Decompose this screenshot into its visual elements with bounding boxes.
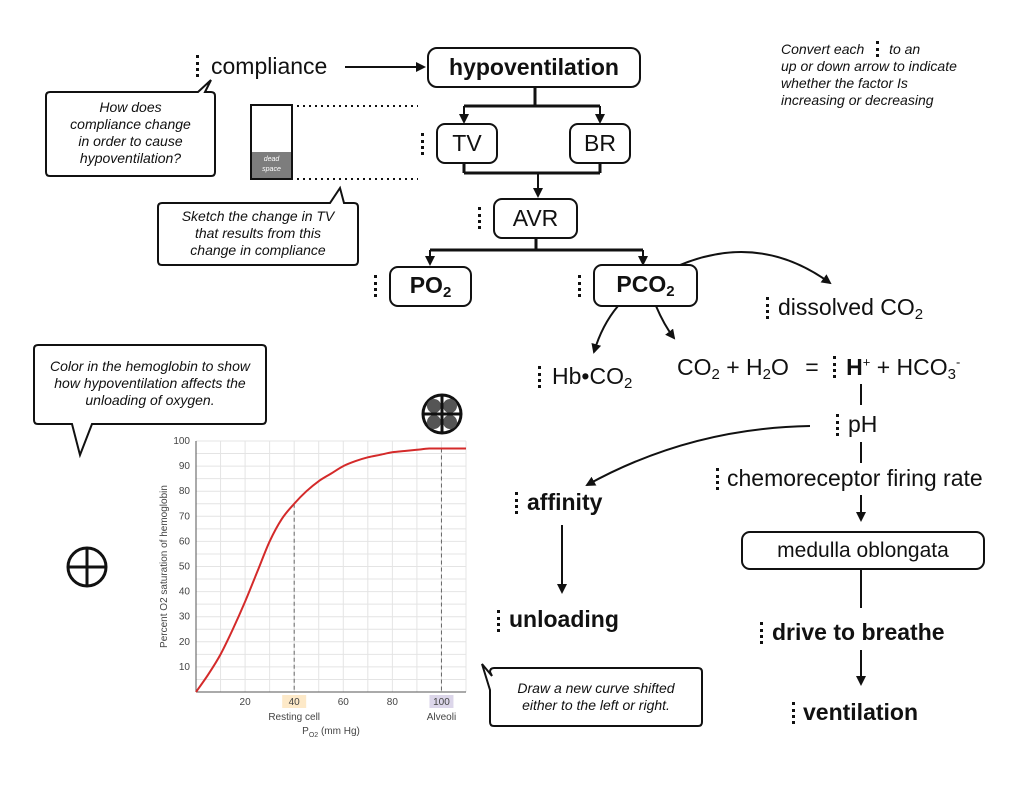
bubble-color-hemoglobin: Color in the hemoglobin to show how hypo… — [49, 358, 250, 408]
dissolved-co2-label: dissolved CO2 — [778, 294, 924, 323]
tv-marker[interactable] — [421, 133, 424, 155]
bubble-draw-curve: Draw a new curve shifted either to the l… — [517, 680, 675, 713]
arrow-pco2-dissolved — [679, 251, 832, 285]
bubble-sketch-shape — [157, 185, 359, 266]
pco2-marker[interactable] — [578, 275, 581, 297]
bubble-compliance-shape — [45, 79, 216, 177]
arrow-ph-affinity — [585, 425, 811, 486]
ph-label: pH — [848, 411, 878, 437]
hbco2-marker[interactable] — [538, 366, 541, 388]
bubble-sketch-tv: Sketch the change in TV that results fro… — [181, 208, 335, 258]
equals-sign: = — [805, 354, 819, 380]
compliance-marker[interactable] — [196, 55, 199, 77]
drive-label: drive to breathe — [772, 619, 945, 645]
hypoventilation-box: hypoventilation — [427, 47, 641, 88]
affinity-label: affinity — [527, 489, 603, 515]
drive-marker[interactable] — [760, 622, 763, 644]
avr-box: AVR — [493, 198, 578, 239]
tidal-volume-box[interactable]: dead space — [250, 104, 293, 180]
po2-box: PO2 — [389, 266, 472, 307]
h-ion-marker[interactable] — [833, 356, 837, 378]
hemoglobin-empty-icon — [66, 546, 108, 588]
po2-marker[interactable] — [374, 275, 377, 297]
avr-marker[interactable] — [478, 207, 481, 229]
ventilation-marker[interactable] — [792, 702, 795, 724]
hbco2-label: Hb•CO2 — [552, 363, 633, 392]
unloading-marker[interactable] — [497, 610, 500, 632]
pco2-box: PCO2 — [593, 264, 698, 307]
dotted-marker-example — [876, 41, 880, 57]
dissolved-co2-marker[interactable] — [766, 297, 769, 319]
arrow-pco2-hbco2 — [591, 305, 619, 354]
chemoreceptor-marker[interactable] — [716, 468, 719, 490]
br-box: BR — [569, 123, 631, 164]
hemoglobin-full-icon — [421, 393, 463, 435]
unloading-label: unloading — [509, 606, 619, 632]
chemoreceptor-label: chemoreceptor firing rate — [727, 465, 983, 491]
arrow-pco2-equation — [655, 305, 676, 340]
compliance-label: compliance — [211, 53, 328, 79]
bubble-color-shape — [33, 344, 267, 459]
bicarbonate-equation: CO2 + H2O = H+ + HCO3- — [677, 354, 961, 383]
affinity-marker[interactable] — [515, 492, 518, 514]
ventilation-label: ventilation — [803, 699, 919, 725]
medulla-box: medulla oblongata — [741, 531, 985, 570]
instruction-text: Convert each to an up or down arrow to i… — [781, 41, 957, 108]
bubble-draw-shape — [481, 663, 703, 727]
tv-box: TV — [436, 123, 498, 164]
ph-marker[interactable] — [836, 414, 839, 436]
bubble-compliance-question: How does compliance change in order to c… — [70, 99, 191, 166]
dead-space-fill: dead space — [252, 152, 291, 178]
